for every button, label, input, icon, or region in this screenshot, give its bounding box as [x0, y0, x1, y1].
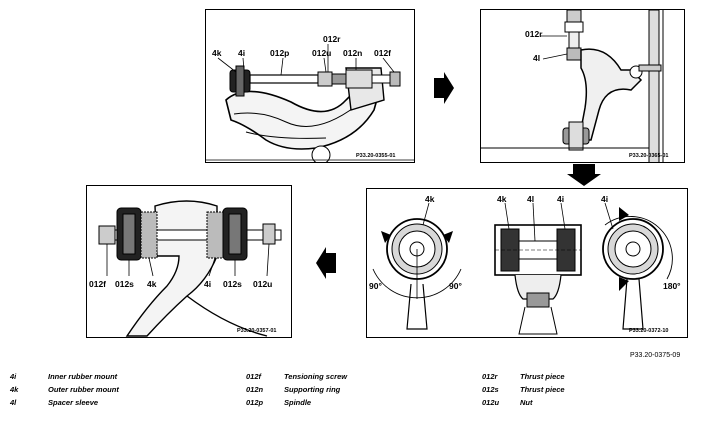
- panel-reference: P33.20-0355-01: [356, 153, 396, 159]
- legend-text: Thrust piece: [520, 372, 565, 381]
- step-3-illustration: [367, 189, 687, 337]
- label-012s: 012s: [223, 279, 242, 289]
- angle-label-180: 180°: [663, 281, 681, 291]
- label-4k: 4k: [212, 48, 222, 58]
- arrow-left-icon: [316, 247, 336, 279]
- legend-column: 012f Tensioning screw 012n Supporting ring…: [246, 372, 347, 411]
- step-2-illustration: [481, 10, 684, 162]
- label-4i: 4i: [601, 194, 609, 204]
- legend-text: Supporting ring: [284, 385, 341, 394]
- label-012u: 012u: [312, 48, 332, 58]
- panel-reference: P33.20-0357-01: [237, 328, 277, 334]
- legend-item: 012n Supporting ring: [246, 385, 347, 398]
- legend-text: Tensioning screw: [284, 372, 348, 381]
- legend-text: Nut: [520, 398, 533, 407]
- label-4l: 4l: [533, 53, 541, 63]
- arrow-right-icon: [434, 72, 454, 104]
- label-012u: 012u: [253, 279, 273, 289]
- legend-code: 012u: [482, 398, 500, 407]
- legend-item: 012u Nut: [482, 398, 565, 411]
- angle-label-90-left: 90°: [369, 281, 382, 291]
- label-012f: 012f: [374, 48, 392, 58]
- legend-code: 012f: [246, 372, 262, 381]
- label-4i: 4i: [204, 279, 212, 289]
- legend-text: Thrust piece: [520, 385, 565, 394]
- label-4k: 4k: [147, 279, 157, 289]
- legend-text: Spacer sleeve: [48, 398, 99, 407]
- panel-step-2: 012r 4l P33.20-0365-01: [480, 9, 685, 163]
- legend-item: 4l Spacer sleeve: [10, 398, 119, 411]
- label-012f: 012f: [89, 279, 107, 289]
- legend-code: 4k: [10, 385, 19, 394]
- legend-item: 012p Spindle: [246, 398, 347, 411]
- label-4k: 4k: [497, 194, 507, 204]
- panel-step-1: 4k 4i 012p 012r 012u 012n 012f P33.20-03…: [205, 9, 415, 163]
- step-4-illustration: [87, 186, 291, 337]
- legend-item: 4k Outer rubber mount: [10, 385, 119, 398]
- legend-code: 4l: [10, 398, 17, 407]
- panel-step-4: 012f 012s 4k 4i 012s 012u P33.20-0357-01: [86, 185, 292, 338]
- legend-item: 012r Thrust piece: [482, 372, 565, 385]
- label-012s: 012s: [115, 279, 134, 289]
- panel-step-3: 4k 4k 4l 4i 4i 90° 90° 180° P33.20-0372-…: [366, 188, 688, 338]
- label-4k: 4k: [425, 194, 435, 204]
- arrow-down-icon: [567, 164, 601, 186]
- label-012r: 012r: [323, 34, 341, 44]
- legend-text: Spindle: [284, 398, 312, 407]
- legend-item: 4i Inner rubber mount: [10, 372, 119, 385]
- legend-item: 012s Thrust piece: [482, 385, 565, 398]
- label-4i: 4i: [238, 48, 246, 58]
- legend-code: 4i: [10, 372, 17, 381]
- panel-reference: P33.20-0372-10: [629, 328, 669, 334]
- legend-code: 012s: [482, 385, 499, 394]
- legend-code: 012p: [246, 398, 264, 407]
- legend-text: Inner rubber mount: [48, 372, 118, 381]
- legend-column: 4i Inner rubber mount 4k Outer rubber moun…: [10, 372, 119, 411]
- legend-text: Outer rubber mount: [48, 385, 119, 394]
- angle-label-90-right: 90°: [449, 281, 462, 291]
- label-4l: 4l: [527, 194, 535, 204]
- label-012p: 012p: [270, 48, 290, 58]
- label-4i: 4i: [557, 194, 565, 204]
- label-012n: 012n: [343, 48, 363, 58]
- step-1-illustration: [206, 10, 414, 162]
- legend-code: 012n: [246, 385, 264, 394]
- legend-code: 012r: [482, 372, 498, 381]
- panel-reference: P33.20-0365-01: [629, 153, 669, 159]
- label-012r: 012r: [525, 29, 543, 39]
- figure-reference: P33.20-0375-09: [630, 352, 681, 359]
- legend-item: 012f Tensioning screw: [246, 372, 347, 385]
